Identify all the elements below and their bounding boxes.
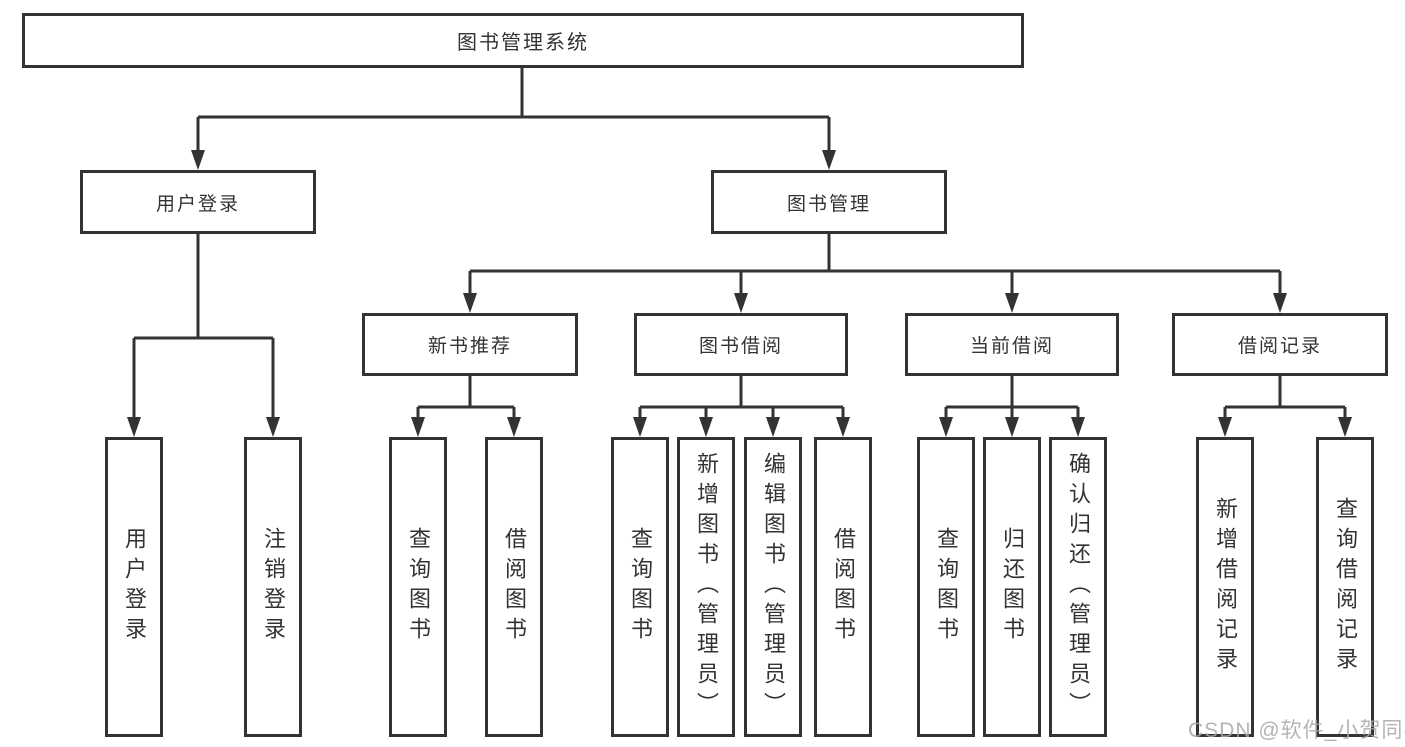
leaf-user-login: 用户登录 bbox=[105, 437, 163, 737]
leaf-recommend-query-books: 查询图书 bbox=[389, 437, 447, 737]
node-borrow-records: 借阅记录 bbox=[1172, 313, 1388, 376]
leaf-logout: 注销登录 bbox=[244, 437, 302, 737]
leaf-current-confirm-return-admin: 确认归还（管理员） bbox=[1049, 437, 1107, 737]
leaf-borrowing-borrow-books: 借阅图书 bbox=[814, 437, 872, 737]
leaf-records-query-borrow-record: 查询借阅记录 bbox=[1316, 437, 1374, 737]
node-book-management: 图书管理 bbox=[711, 170, 947, 234]
node-user-login-group: 用户登录 bbox=[80, 170, 316, 234]
node-new-book-recommend: 新书推荐 bbox=[362, 313, 578, 376]
arrowhead-icons bbox=[127, 150, 1352, 437]
leaf-borrowing-query-books: 查询图书 bbox=[611, 437, 669, 737]
node-root-system: 图书管理系统 bbox=[22, 13, 1024, 68]
leaf-borrowing-edit-books-admin: 编辑图书（管理员） bbox=[744, 437, 802, 737]
leaf-current-query-books: 查询图书 bbox=[917, 437, 975, 737]
leaf-current-return-books: 归还图书 bbox=[983, 437, 1041, 737]
node-current-borrowing: 当前借阅 bbox=[905, 313, 1119, 376]
leaf-borrowing-add-books-admin: 新增图书（管理员） bbox=[677, 437, 735, 737]
node-book-borrowing: 图书借阅 bbox=[634, 313, 848, 376]
csdn-watermark: CSDN @软件_小贺同学 bbox=[1188, 719, 1405, 742]
leaf-records-add-borrow-record: 新增借阅记录 bbox=[1196, 437, 1254, 737]
leaf-recommend-borrow-books: 借阅图书 bbox=[485, 437, 543, 737]
